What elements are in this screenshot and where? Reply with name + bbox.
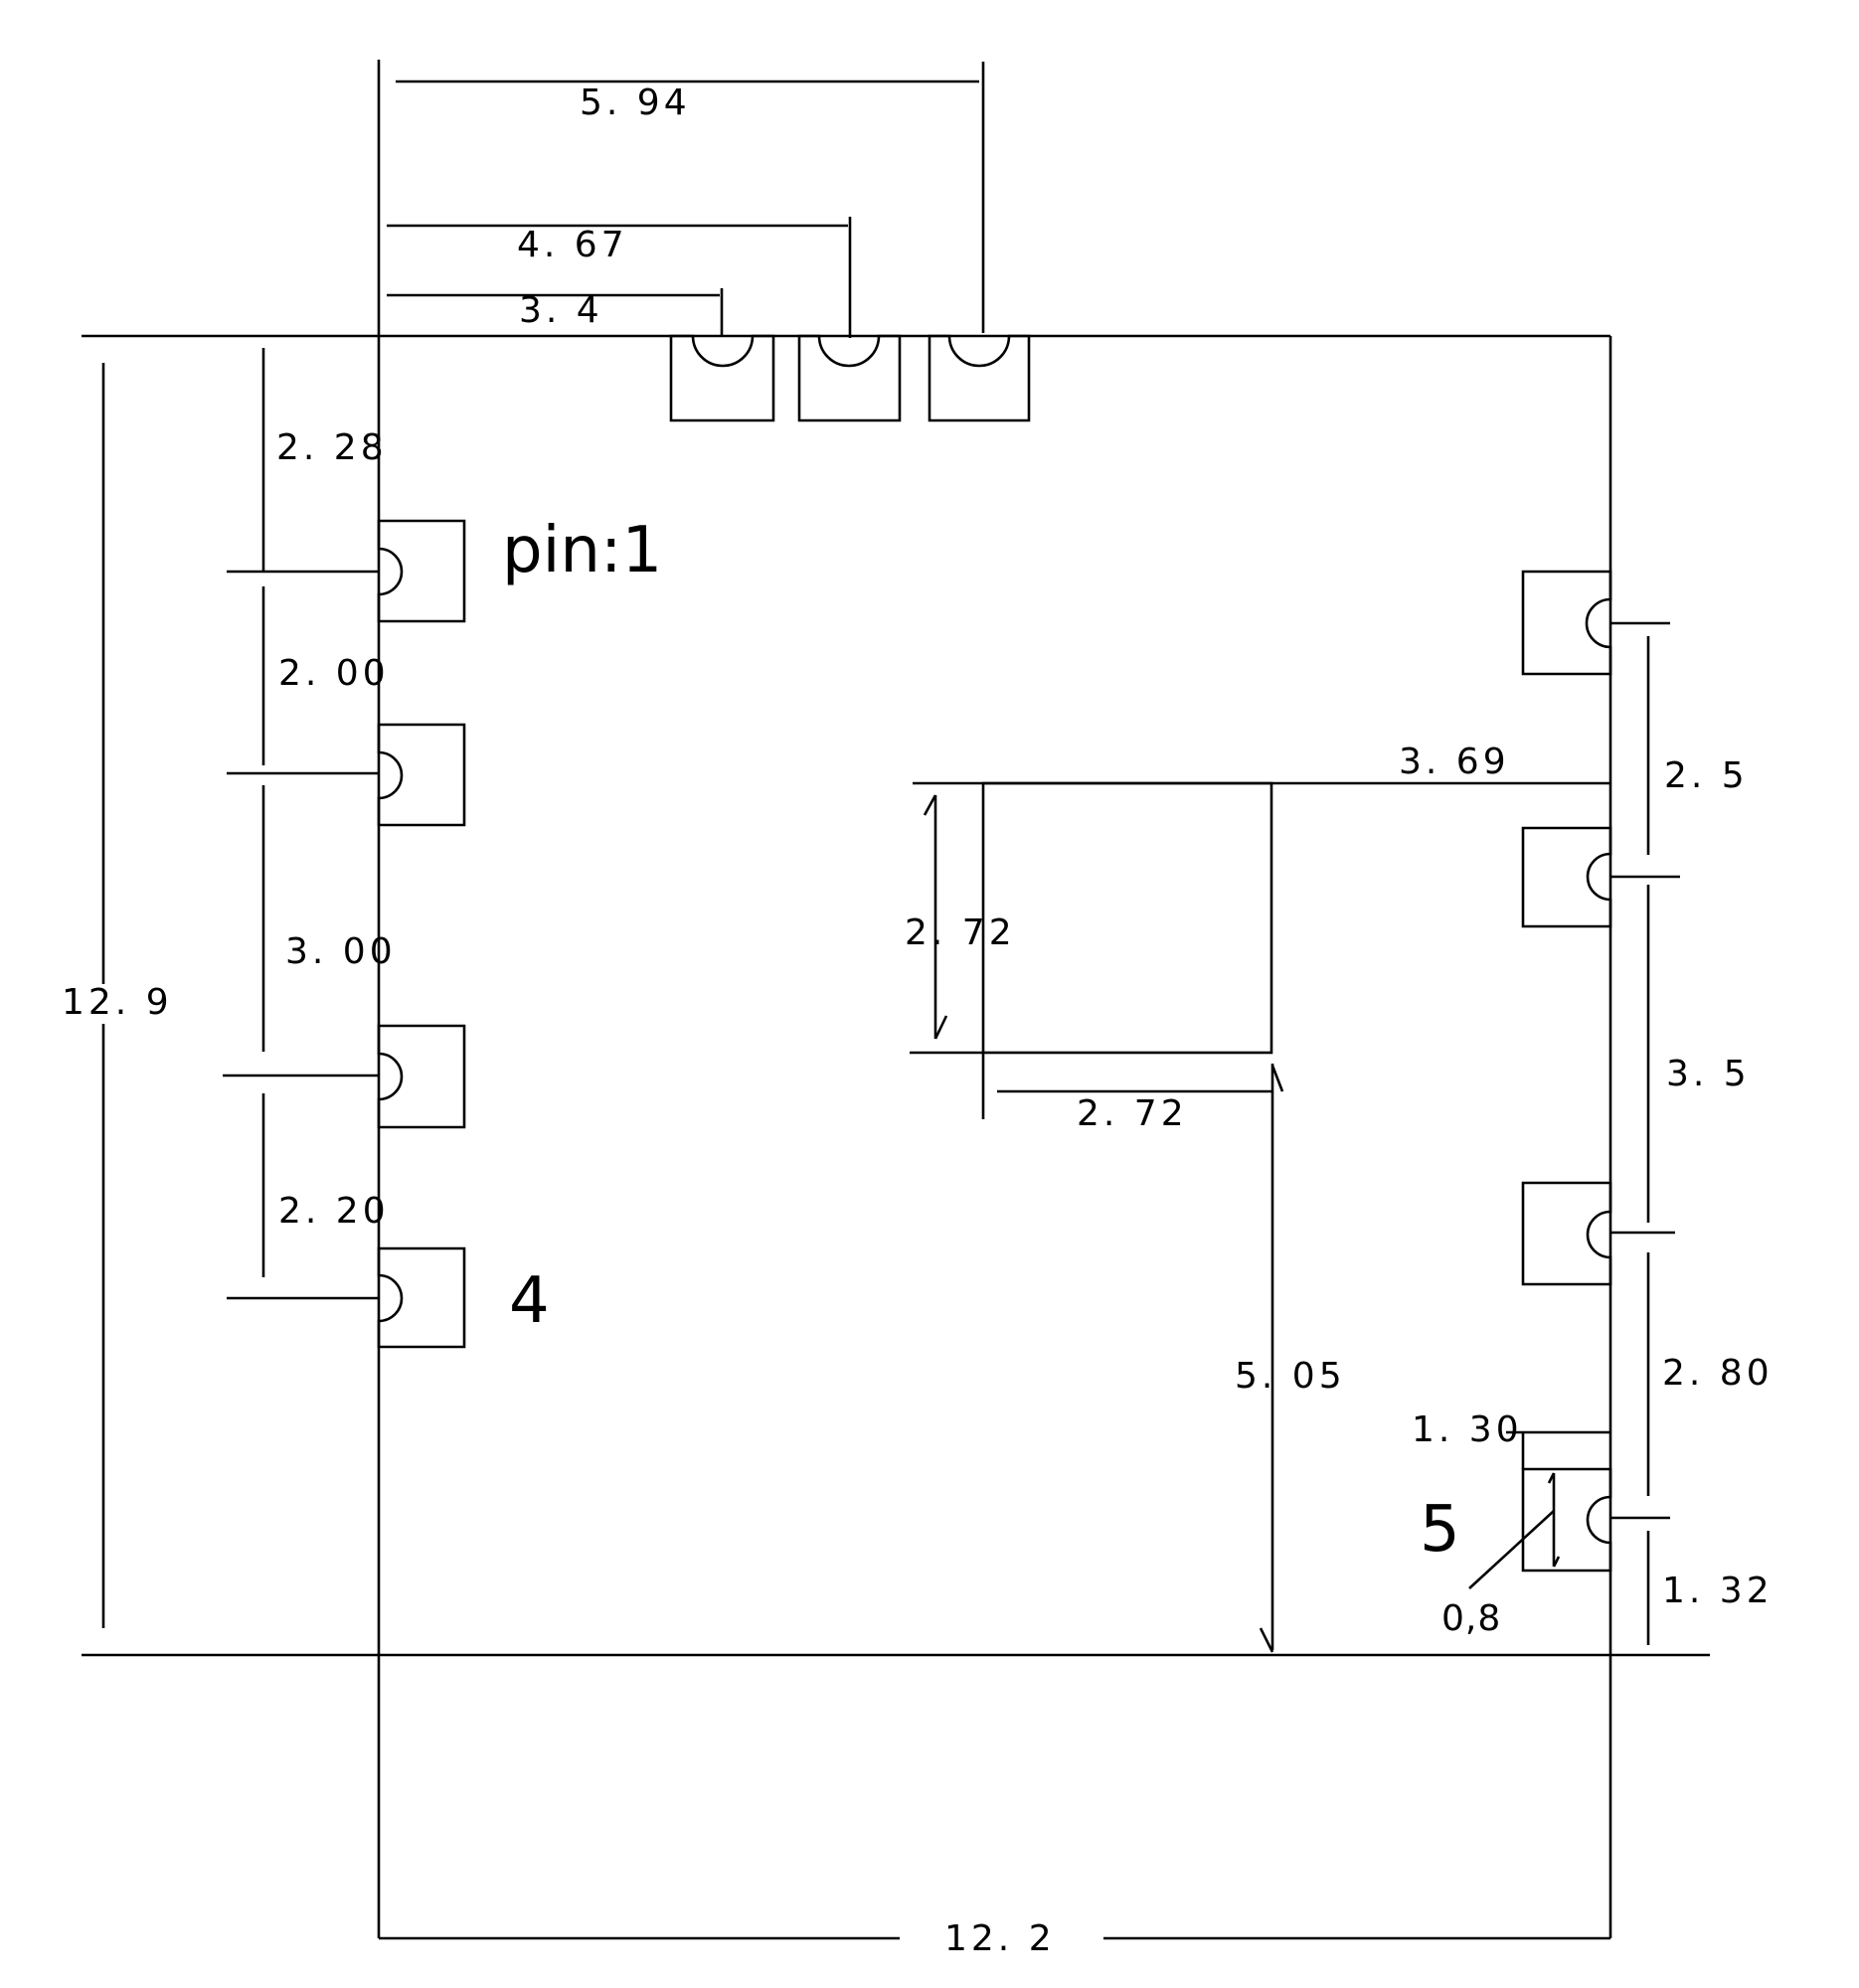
square-h-tick2 bbox=[933, 1015, 948, 1040]
left-pads bbox=[377, 519, 466, 1349]
dim-25-label: 2. 5 bbox=[1664, 755, 1749, 796]
right-pad-1 bbox=[1521, 570, 1612, 676]
pin1-label: pin:1 bbox=[502, 514, 662, 587]
left-pad-2 bbox=[377, 723, 466, 827]
square-bottom-label: 5. 05 bbox=[1235, 1356, 1346, 1397]
right-pad-3 bbox=[1521, 1181, 1612, 1286]
right-pads bbox=[1521, 570, 1612, 1573]
module-outline bbox=[82, 60, 1710, 1938]
overall-height-label: 12. 9 bbox=[62, 982, 173, 1023]
right-pad-5 bbox=[1521, 1467, 1612, 1573]
square-width-label: 2. 72 bbox=[1077, 1093, 1188, 1134]
square-bottom-tick1 bbox=[1270, 1065, 1284, 1092]
top-dimensions bbox=[387, 62, 985, 338]
dim-300-label: 3. 00 bbox=[285, 931, 397, 972]
pin4-label: 4 bbox=[509, 1264, 550, 1338]
center-square bbox=[981, 781, 1273, 1055]
square-right-label: 3. 69 bbox=[1399, 742, 1510, 782]
right-dimensions bbox=[1468, 621, 1680, 1645]
top-pad-3 bbox=[928, 334, 1031, 422]
square-h-tick1 bbox=[923, 794, 937, 816]
dim-130-label: 1. 30 bbox=[1412, 1409, 1523, 1450]
square-height-label: 2. 72 bbox=[905, 912, 1016, 953]
dim-200-label: 2. 00 bbox=[278, 653, 390, 694]
left-dimensions bbox=[101, 348, 379, 1628]
overall-width-label: 12. 2 bbox=[944, 1918, 1056, 1959]
top-pad-2 bbox=[797, 334, 902, 422]
top-pads bbox=[669, 334, 1031, 422]
left-pad-4 bbox=[377, 1246, 466, 1349]
center-pad bbox=[910, 781, 1610, 1653]
pad5-width-tick1 bbox=[1547, 1472, 1556, 1484]
dim-34-label: 3. 4 bbox=[519, 290, 603, 331]
square-bottom-tick2 bbox=[1259, 1627, 1274, 1653]
left-pad-3 bbox=[377, 1024, 466, 1129]
dim-280-label: 2. 80 bbox=[1662, 1353, 1774, 1394]
right-pad-2 bbox=[1521, 826, 1612, 928]
dim-35-label: 3. 5 bbox=[1666, 1054, 1751, 1094]
top-pad-1 bbox=[669, 334, 775, 422]
left-pad-1 bbox=[377, 519, 466, 623]
pad-08-leader bbox=[1468, 1510, 1555, 1589]
pad-08-label: 0,8 bbox=[1441, 1598, 1501, 1639]
dim-467-label: 4. 67 bbox=[517, 225, 628, 265]
dim-220-label: 2. 20 bbox=[278, 1191, 390, 1232]
dim-132-label: 1. 32 bbox=[1662, 1571, 1774, 1611]
dim-228-label: 2. 28 bbox=[276, 427, 388, 468]
pin5-label: 5 bbox=[1420, 1493, 1460, 1567]
pad5-width-tick2 bbox=[1552, 1556, 1561, 1568]
dim-594-label: 5. 94 bbox=[580, 83, 691, 123]
